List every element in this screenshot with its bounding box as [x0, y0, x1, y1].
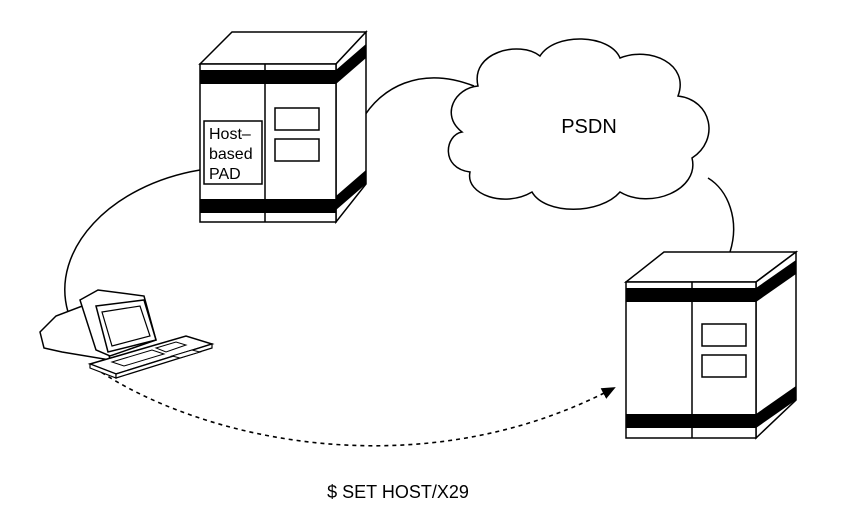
remote-computer-icon	[623, 250, 799, 440]
terminal-host-link	[64, 169, 201, 313]
command-label: $ SET HOST/X29	[327, 482, 469, 502]
host-cloud-link	[361, 77, 475, 121]
terminal-icon	[39, 289, 215, 379]
host-pad-line-3: PAD	[209, 166, 241, 183]
host-pad-box	[203, 120, 263, 185]
host-pad-line-1: Host–	[209, 126, 251, 143]
cloud-label: PSDN	[561, 116, 617, 138]
network-cloud-icon: PSDN	[447, 38, 710, 210]
cloud-remote-link	[707, 177, 735, 253]
host-computer-icon: Host– based PAD	[198, 30, 368, 225]
host-pad-line-2: based	[209, 146, 253, 163]
set-host-dotted-arrow	[94, 367, 616, 447]
